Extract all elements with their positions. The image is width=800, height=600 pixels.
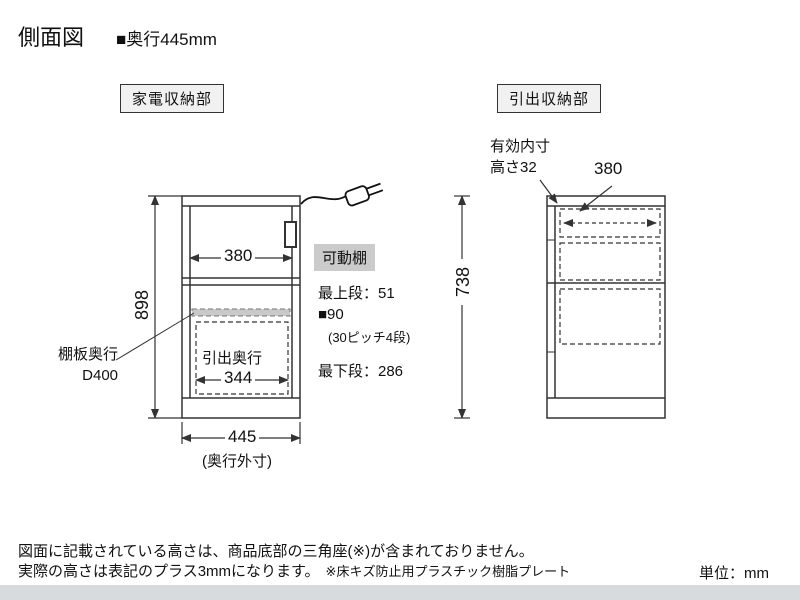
footer-note-2-main: 実際の高さは表記のプラス3mmになります。 <box>18 563 320 580</box>
shelf-depth-leader <box>115 312 195 361</box>
section-label-drawer: 引出収納部 <box>497 84 602 113</box>
pitch-label: ■90 <box>318 306 344 323</box>
dim-380-left-label: 380 <box>221 246 256 266</box>
clearance-label: 有効内寸 <box>490 138 551 155</box>
drawer-box-bottom-dashed <box>559 288 661 345</box>
pitch-note-label: (30ピッチ4段) <box>328 330 411 345</box>
dim-445-label: 445 <box>225 427 260 447</box>
page-title: 側面図 <box>18 25 85 50</box>
bottom-shelf-pos-label: 最下段：286 <box>318 363 404 380</box>
width-leader <box>579 185 613 212</box>
right-cabinet-drawing <box>546 195 666 419</box>
dim-380-right-label: 380 <box>594 159 623 178</box>
movable-shelf-shape <box>191 308 291 317</box>
footer-note-2: 実際の高さは表記のプラス3mmになります。 ※床キズ防止用プラスチック樹脂プレート <box>18 560 570 581</box>
shelf-depth-label-group: 棚板奥行 D400 <box>38 344 118 386</box>
unit-label: 単位：mm <box>699 565 769 582</box>
outlet-box <box>284 221 297 248</box>
drawer-box-top-dashed <box>559 208 661 238</box>
shelf-depth-label: 棚板奥行 <box>57 346 118 363</box>
clearance-leader <box>539 179 558 204</box>
clearance-value: 高さ32 <box>490 159 537 176</box>
dim-898-label: 898 <box>132 282 152 328</box>
dimension-lines-left <box>115 195 470 444</box>
footer-note-1: 図面に記載されている高さは、商品底部の三角座(※)が含まれておりません。 <box>18 543 534 560</box>
power-cord <box>300 195 347 205</box>
power-plug-icon <box>344 182 384 207</box>
right-leader-arrows <box>539 179 613 212</box>
footer-bar <box>0 585 800 600</box>
right-cabinet-outline <box>546 195 666 419</box>
top-shelf-pos-label: 最上段：51 <box>318 285 395 302</box>
shelf-depth-value: D400 <box>82 367 118 384</box>
movable-shelf-label: 可動棚 <box>314 244 376 271</box>
drawer-box-mid-dashed <box>559 242 661 281</box>
footer-note-2-sub: ※床キズ防止用プラスチック樹脂プレート <box>325 564 571 579</box>
depth-note: ■奥行445mm <box>116 30 217 49</box>
dim-344-label: 344 <box>221 368 256 388</box>
section-label-appliance: 家電収納部 <box>120 84 225 113</box>
dim-738-label: 738 <box>453 259 473 305</box>
outer-depth-note: (奥行外寸) <box>202 453 272 470</box>
drawer-depth-label: 引出奥行 <box>199 347 266 368</box>
